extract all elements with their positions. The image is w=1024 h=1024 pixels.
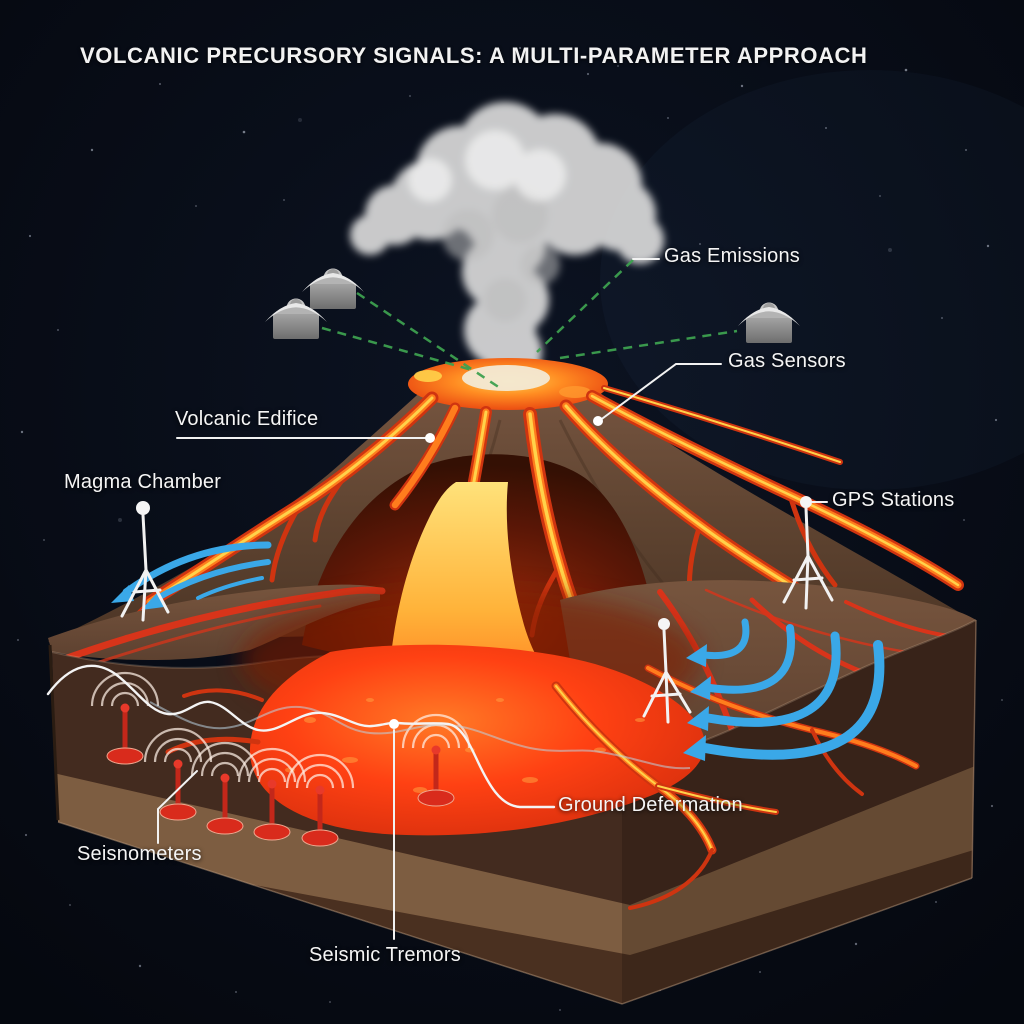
seismometer-icon — [237, 747, 307, 841]
deformation-arrows-right — [683, 618, 885, 761]
seismometer-icon — [143, 727, 213, 821]
gas-sensors-connector — [598, 363, 722, 422]
gas-sensor-icon — [302, 268, 364, 309]
label-seismic-tremors: Seismic Tremors — [309, 944, 461, 966]
gps-station-icon — [782, 496, 834, 610]
gps-station-icon — [642, 618, 692, 724]
label-connectors — [157, 258, 828, 940]
page-title: VOLCANIC PRECURSORY SIGNALS: A MULTI-PAR… — [80, 43, 868, 68]
gps-station-icon — [120, 501, 170, 622]
magma-chamber — [240, 482, 705, 836]
magma-conduit — [390, 482, 556, 695]
label-gas-emissions: Gas Emissions — [664, 245, 800, 267]
seismic-waveform — [46, 664, 691, 809]
label-volcanic-edifice: Volcanic Edifice — [175, 408, 319, 430]
crater — [408, 358, 608, 410]
seismometers-connector — [157, 770, 198, 844]
label-seismometers: Seisnometers — [77, 843, 202, 865]
nebula-glow — [600, 70, 1024, 490]
seismometer-icon — [285, 753, 355, 847]
seismometer-icon — [190, 741, 260, 835]
gas-dashed-lines — [321, 259, 738, 390]
gas-sensor-icon — [265, 298, 327, 339]
underground-veins — [165, 664, 920, 910]
label-ground-deformation: Ground Defermation — [558, 794, 743, 816]
starfield — [17, 46, 1003, 1011]
label-gps-stations: GPS Stations — [832, 489, 955, 511]
label-magma-chamber: Magma Chamber — [64, 471, 222, 493]
gas-sensor-icon — [738, 302, 800, 343]
label-gas-sensors: Gas Sensors — [728, 350, 846, 372]
